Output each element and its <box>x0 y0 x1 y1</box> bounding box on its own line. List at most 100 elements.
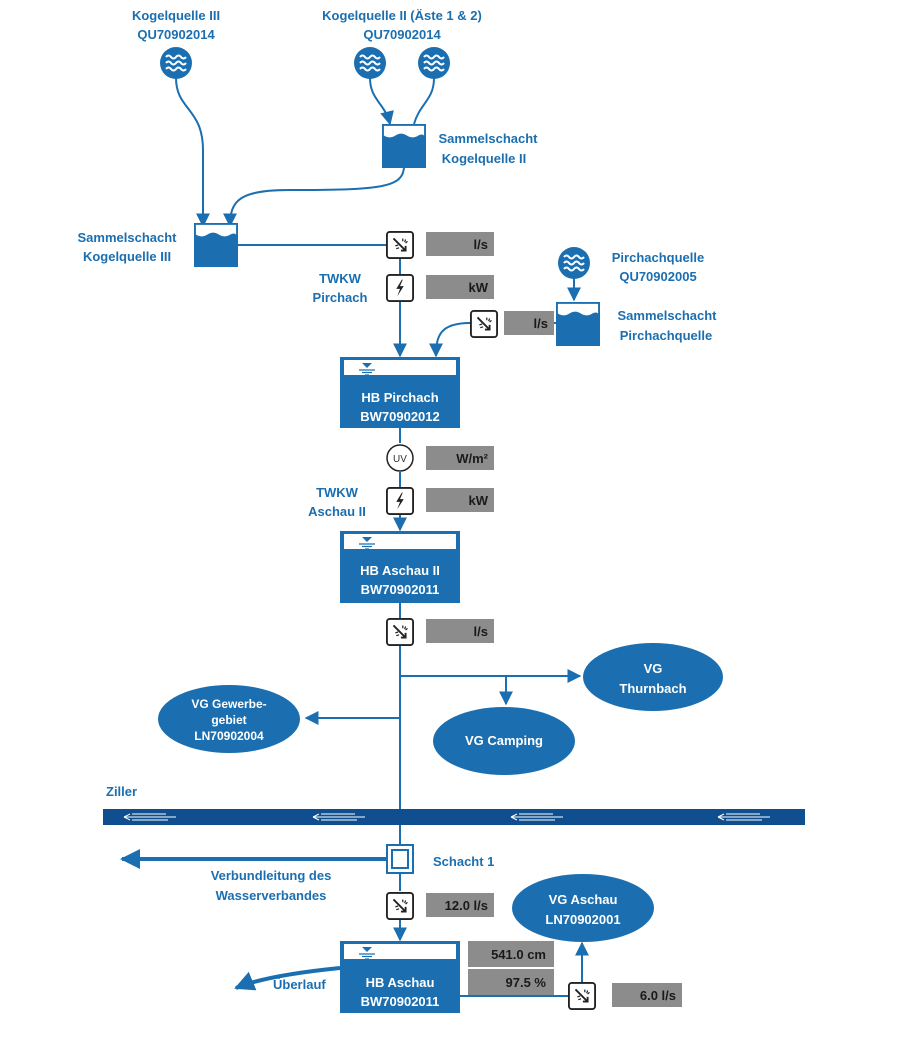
consumer-label-1: VG Gewerbe- <box>191 697 266 711</box>
source-pirchachquelle[interactable]: Pirchachquelle QU70902005 <box>557 246 704 284</box>
reservoir-hb-pirchach[interactable]: HB Pirchach BW70902012 <box>340 357 460 428</box>
reservoir-name: HB Aschau II <box>360 563 440 578</box>
consumer-vg-camping[interactable]: VG Camping <box>433 707 575 775</box>
meter-flow-schacht[interactable]: 12.0 l/s <box>386 892 494 920</box>
river-flow-arrows-icon <box>123 813 770 821</box>
consumer-vg-aschau[interactable]: VG Aschau LN70902001 <box>512 874 654 942</box>
value-box <box>426 893 494 917</box>
reading-value: kW <box>469 280 489 295</box>
schacht-label: Schacht 1 <box>433 854 494 869</box>
source-name: Pirchachquelle <box>612 250 704 265</box>
reservoir-hb-aschau-ii[interactable]: HB Aschau II BW70902011 <box>340 531 460 603</box>
meter-flow-aschau-out[interactable]: 6.0 l/s <box>568 982 682 1010</box>
source-kogelquelle-ii[interactable]: Kogelquelle II (Äste 1 & 2) QU70902014 <box>322 8 482 80</box>
consumer-label-1: VG Camping <box>465 733 543 748</box>
uv-label: UV <box>393 454 407 465</box>
reservoir-code: BW70902012 <box>360 409 440 424</box>
consumer-vg-gewerbegebiet[interactable]: VG Gewerbe- gebiet LN70902004 <box>158 685 300 753</box>
plant-label-1: TWKW <box>316 485 359 500</box>
consumer-label-3: LN70902004 <box>194 729 264 743</box>
reservoir-level-readings[interactable]: 541.0 cm 97.5 % <box>468 941 554 995</box>
consumer-label-2: LN70902001 <box>545 912 620 927</box>
meter-flow-aschau-ii[interactable]: l/s <box>386 618 494 646</box>
collector-label-1: Sammelschacht <box>439 131 539 146</box>
source-kogelquelle-iii[interactable]: Kogelquelle III QU70902014 <box>132 8 220 80</box>
verbund-label-2: Wasserverbandes <box>216 888 327 903</box>
reading-value: l/s <box>534 316 548 331</box>
flowmeter-icon <box>568 982 596 1010</box>
collector-kogelquelle-iii[interactable]: Sammelschacht Kogelquelle III <box>78 223 239 267</box>
tank-icon <box>556 302 600 346</box>
source-code: QU70902014 <box>137 27 215 42</box>
collector-kogelquelle-ii[interactable]: Sammelschacht Kogelquelle II <box>382 124 538 168</box>
turbine-icon <box>386 274 414 302</box>
plant-twkw-aschau-ii[interactable]: TWKW Aschau II kW <box>308 485 494 519</box>
value-box <box>426 619 494 643</box>
verbundleitung-label: Verbundleitung des Wasserverbandes <box>211 868 332 903</box>
consumer-label-1: VG Aschau <box>549 892 618 907</box>
value-box <box>612 983 682 1007</box>
uv-icon <box>386 444 414 472</box>
consumer-label-1: VG <box>644 661 663 676</box>
consumer-label-2: gebiet <box>211 713 246 727</box>
value-box <box>504 311 554 335</box>
collector-label-2: Pirchachquelle <box>620 328 712 343</box>
meter-flow-pirchach[interactable]: l/s <box>470 310 554 338</box>
reading-value: l/s <box>474 624 488 639</box>
pipes <box>120 77 589 997</box>
flowmeter-icon <box>386 231 414 259</box>
value-box <box>426 275 494 299</box>
reading-value: l/s <box>474 237 488 252</box>
reading-value: 12.0 l/s <box>445 898 488 913</box>
consumer-ellipse <box>433 707 575 775</box>
plant-twkw-pirchach[interactable]: TWKW Pirchach kW <box>313 271 494 305</box>
source-code: QU70902014 <box>363 27 441 42</box>
water-level-icon <box>343 359 457 376</box>
water-level-icon <box>343 943 457 960</box>
source-name: Kogelquelle III <box>132 8 220 23</box>
plant-label-2: Pirchach <box>313 290 368 305</box>
value-box <box>468 969 554 995</box>
spring-icon <box>557 246 591 280</box>
spring-icon <box>353 46 387 80</box>
value-box <box>426 232 494 256</box>
reservoir-code: BW70902011 <box>361 582 440 597</box>
reading-value: kW <box>469 493 489 508</box>
overflow-label: Überlauf <box>273 977 326 992</box>
source-code: QU70902005 <box>619 269 696 284</box>
river-band <box>103 809 805 825</box>
fill-value: 97.5 % <box>506 975 547 990</box>
value-box <box>468 941 554 967</box>
turbine-icon <box>386 487 414 515</box>
collector-label-1: Sammelschacht <box>78 230 178 245</box>
consumer-ellipse <box>512 874 654 942</box>
reading-value: W/m² <box>456 451 488 466</box>
collector-label-2: Kogelquelle II <box>442 151 527 166</box>
reading-value: 6.0 l/s <box>640 988 676 1003</box>
level-value: 541.0 cm <box>491 947 546 962</box>
overflow: Überlauf <box>273 977 326 992</box>
spring-icon <box>159 46 193 80</box>
collector-pirchachquelle[interactable]: Sammelschacht Pirchachquelle <box>556 302 717 346</box>
flowmeter-icon <box>386 892 414 920</box>
flowmeter-icon <box>386 618 414 646</box>
source-name: Kogelquelle II (Äste 1 & 2) <box>322 8 482 23</box>
reservoir-hb-aschau[interactable]: HB Aschau BW70902011 <box>340 941 460 1013</box>
consumer-ellipse <box>583 643 723 711</box>
spring-icon <box>417 46 451 80</box>
water-level-icon <box>343 533 457 550</box>
consumer-vg-thurnbach[interactable]: VG Thurnbach <box>583 643 723 711</box>
plant-label-2: Aschau II <box>308 504 366 519</box>
verbund-label-1: Verbundleitung des <box>211 868 332 883</box>
value-box <box>426 446 494 470</box>
uv-sensor[interactable]: UV W/m² <box>386 444 494 472</box>
reservoir-code: BW70902011 <box>361 994 440 1009</box>
meter-flow-kogel[interactable]: l/s <box>386 231 494 259</box>
collector-label-2: Kogelquelle III <box>83 249 171 264</box>
schacht-1[interactable]: Schacht 1 <box>386 844 494 874</box>
flowmeter-icon <box>470 310 498 338</box>
value-box <box>426 488 494 512</box>
reservoir-name: HB Aschau <box>366 975 435 990</box>
tank-icon <box>194 223 238 267</box>
